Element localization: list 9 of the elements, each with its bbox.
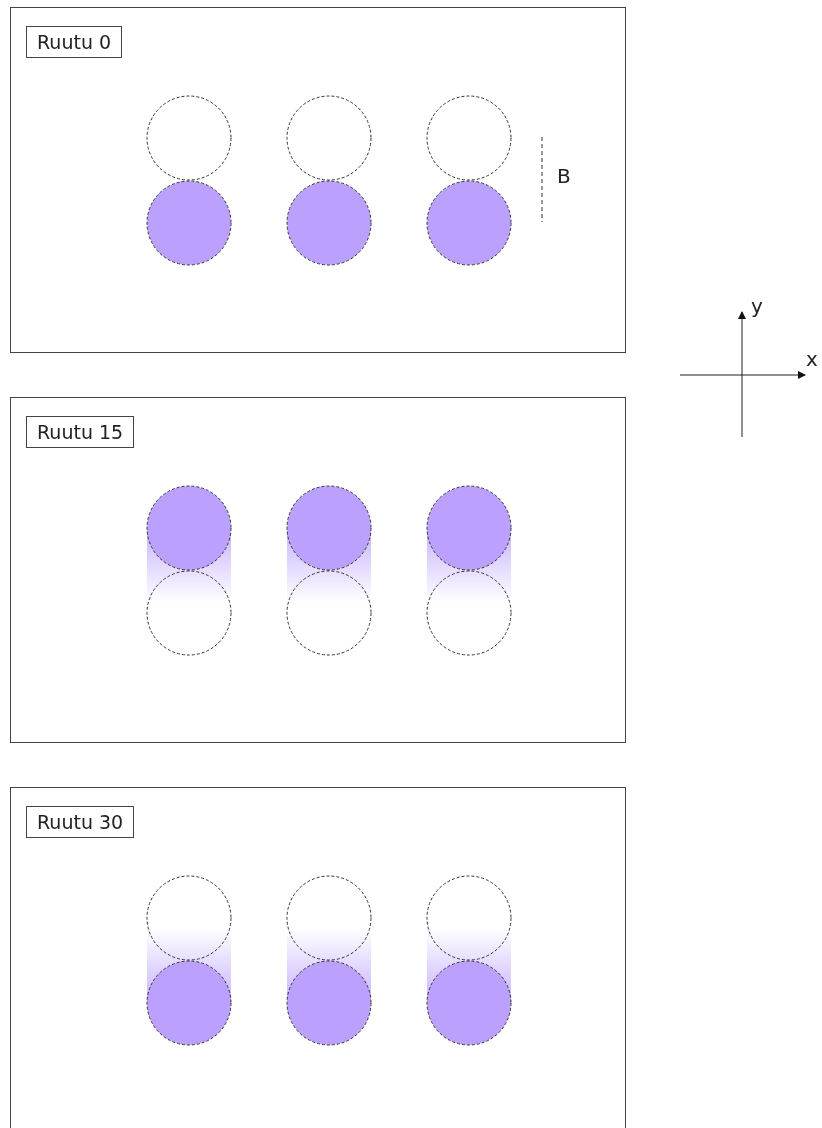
frame-panel bbox=[10, 7, 626, 353]
frame-panel bbox=[10, 787, 626, 1128]
frame-label: Ruutu 30 bbox=[26, 806, 135, 838]
frame-label: Ruutu 0 bbox=[26, 26, 123, 58]
dimension-label: B bbox=[557, 166, 571, 186]
axis-label: x bbox=[806, 349, 818, 369]
frame-panel bbox=[10, 397, 626, 743]
frame-label: Ruutu 15 bbox=[26, 416, 135, 448]
axis-label: y bbox=[751, 296, 763, 316]
